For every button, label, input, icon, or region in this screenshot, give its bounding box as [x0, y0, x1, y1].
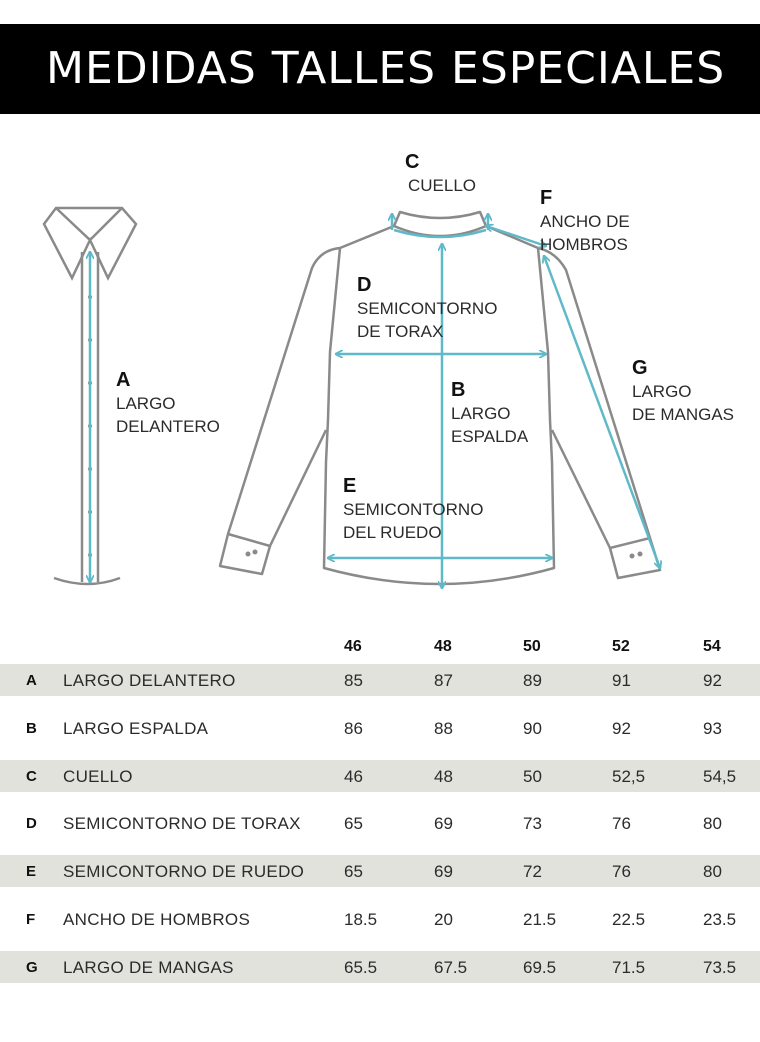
label-g: G LARGO DE MANGAS [632, 357, 735, 424]
label-a: A LARGO DELANTERO [116, 369, 220, 436]
table-row: C CUELLO 46 48 50 52,5 54,5 [0, 759, 760, 792]
size-header: 46 [344, 638, 362, 655]
size-table: 46 48 50 52 54 A LARGO DELANTERO 85 87 8… [0, 630, 760, 999]
page-title: MEDIDAS TALLES ESPECIALES [46, 43, 726, 94]
size-header: 50 [523, 638, 541, 655]
table-row: A LARGO DELANTERO 85 87 89 91 92 [0, 664, 760, 696]
label-f: F ANCHO DE HOMBROS [540, 187, 630, 254]
table-row: B LARGO ESPALDA 86 88 90 92 93 [26, 718, 722, 738]
size-header: 54 [703, 638, 721, 655]
shirt-illustration [42, 206, 760, 610]
table-row: F ANCHO DE HOMBROS 18.5 20 21.5 22.5 23.… [26, 909, 737, 929]
front-placket-drawing [42, 206, 138, 586]
header-banner: MEDIDAS TALLES ESPECIALES [0, 24, 760, 114]
shirt-diagram: A LARGO DELANTERO B LARGO ESPALDA C CUEL… [0, 130, 760, 610]
measurement-arrows [328, 214, 660, 588]
size-header: 52 [612, 638, 630, 655]
table-row: D SEMICONTORNO DE TORAX 65 69 73 76 80 [26, 814, 722, 834]
label-e: E SEMICONTORNO DEL RUEDO [343, 475, 484, 542]
label-d: D SEMICONTORNO DE TORAX [357, 274, 498, 341]
table-row: G LARGO DE MANGAS 65.5 67.5 69.5 71.5 73… [0, 950, 760, 983]
size-header: 48 [434, 638, 452, 655]
table-row: E SEMICONTORNO DE RUEDO 65 69 72 76 80 [0, 855, 760, 888]
arrow-g [544, 256, 660, 568]
label-b: B LARGO ESPALDA [451, 379, 529, 446]
arrow-f [486, 226, 546, 246]
label-c: C CUELLO [405, 151, 477, 195]
arrow-c-band [393, 228, 487, 239]
table-header: 46 48 50 52 54 [0, 630, 760, 664]
